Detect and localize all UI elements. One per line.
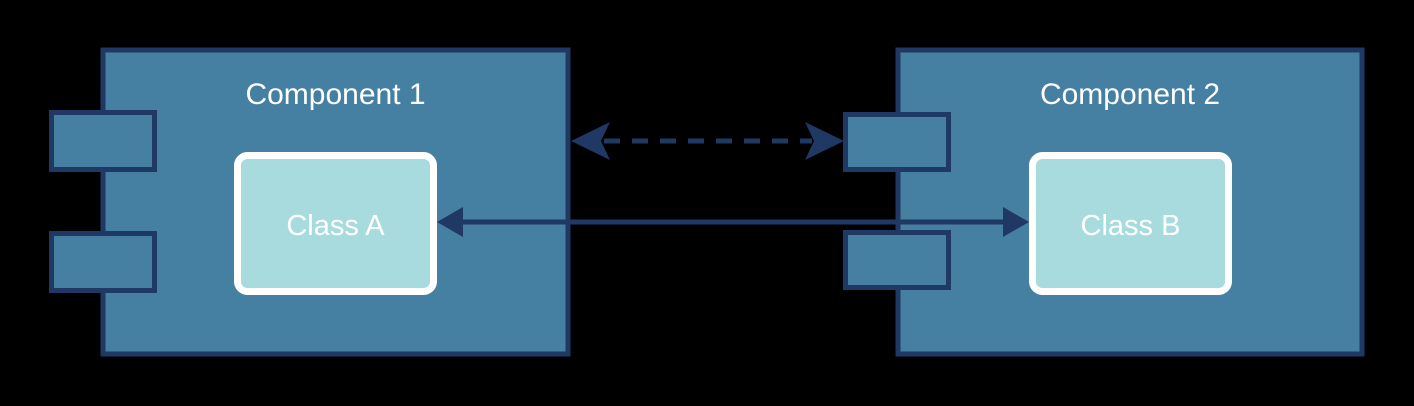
dependency-arrowhead-right	[805, 122, 844, 160]
association-connector[interactable]	[437, 207, 1029, 237]
association-arrowhead-right	[1003, 207, 1029, 237]
dependency-arrowhead-left	[571, 122, 610, 160]
component-2-port-bottom[interactable]	[843, 230, 951, 290]
association-arrowhead-left	[437, 207, 463, 237]
class-b-box[interactable]	[1029, 152, 1232, 295]
component-2-group[interactable]	[843, 47, 1365, 357]
class-b-label: Class B	[1080, 210, 1181, 242]
dependency-connector[interactable]	[571, 122, 844, 160]
component-1-title: Component 1	[245, 78, 426, 111]
class-a-box[interactable]	[234, 152, 437, 295]
component-1-group[interactable]	[49, 47, 571, 357]
component-2-port-top[interactable]	[843, 112, 951, 172]
component-1-port-top[interactable]	[49, 110, 157, 172]
component-2-title: Component 2	[1039, 78, 1221, 111]
component-1-port-bottom[interactable]	[49, 231, 157, 293]
class-a-label: Class A	[286, 210, 385, 242]
